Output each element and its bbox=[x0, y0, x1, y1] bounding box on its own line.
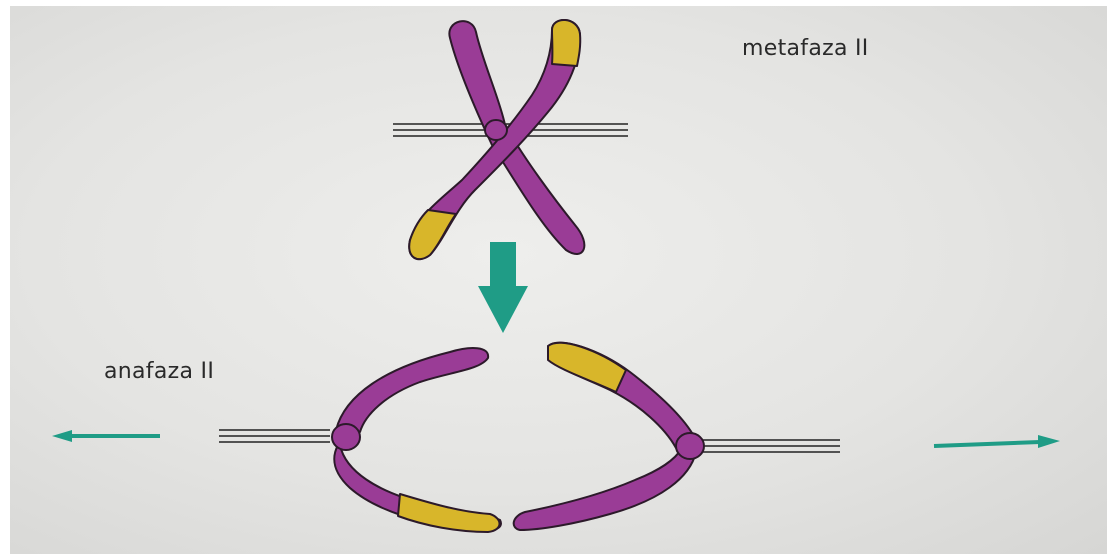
right-centromere bbox=[676, 433, 704, 459]
left-segment bbox=[398, 494, 500, 532]
centromere bbox=[485, 120, 507, 140]
down-arrow bbox=[478, 242, 528, 333]
arrow-left bbox=[52, 430, 160, 442]
arrow-right bbox=[934, 435, 1060, 448]
anaphase-chromatid-left bbox=[332, 348, 501, 532]
left-arm-upper bbox=[336, 348, 488, 432]
anaphase-chromatid-right bbox=[514, 343, 704, 530]
right-arm-lower bbox=[514, 448, 696, 530]
metaphase-label: metafaza II bbox=[742, 36, 869, 61]
anaphase-label: anafaza II bbox=[104, 359, 214, 384]
anaphase-spindle-right bbox=[700, 440, 840, 452]
segment-top-right bbox=[552, 20, 580, 66]
right-segment bbox=[548, 343, 626, 392]
metaphase-chromosome bbox=[409, 20, 584, 259]
segment-bottom-left bbox=[409, 210, 456, 259]
anaphase-spindle-left bbox=[219, 430, 330, 442]
left-centromere bbox=[332, 424, 360, 450]
